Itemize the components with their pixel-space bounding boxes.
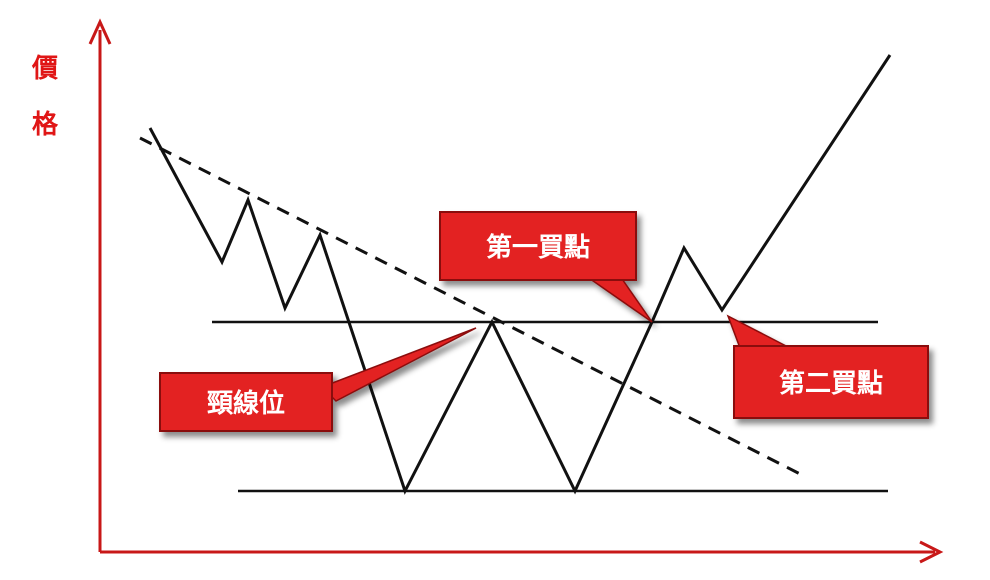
y-axis-label-char-2: 格 — [32, 110, 59, 140]
neckline-callout-pointer — [320, 327, 477, 402]
price-path — [148, 54, 892, 495]
second-buy-callout-label: 第二買點 — [779, 368, 883, 399]
neckline-callout: 頸線位 — [159, 327, 477, 432]
neckline-callout-box — [159, 372, 333, 432]
second-buy-callout-box — [733, 345, 929, 419]
y-axis-arrow-icon — [88, 18, 112, 45]
second-buy-callout: 第二買點 — [726, 314, 929, 419]
x-axis-arrow-icon — [919, 540, 944, 564]
first-buy-callout-pointer — [583, 275, 653, 323]
y-axis-label-char-1: 價 — [32, 54, 59, 84]
neckline-callout-label: 頸線位 — [207, 388, 285, 419]
first-buy-callout-label: 第一買點 — [486, 232, 590, 263]
first-buy-callout: 第一買點 — [439, 211, 653, 323]
first-buy-callout-box — [439, 211, 637, 281]
downtrend-line — [139, 136, 807, 479]
